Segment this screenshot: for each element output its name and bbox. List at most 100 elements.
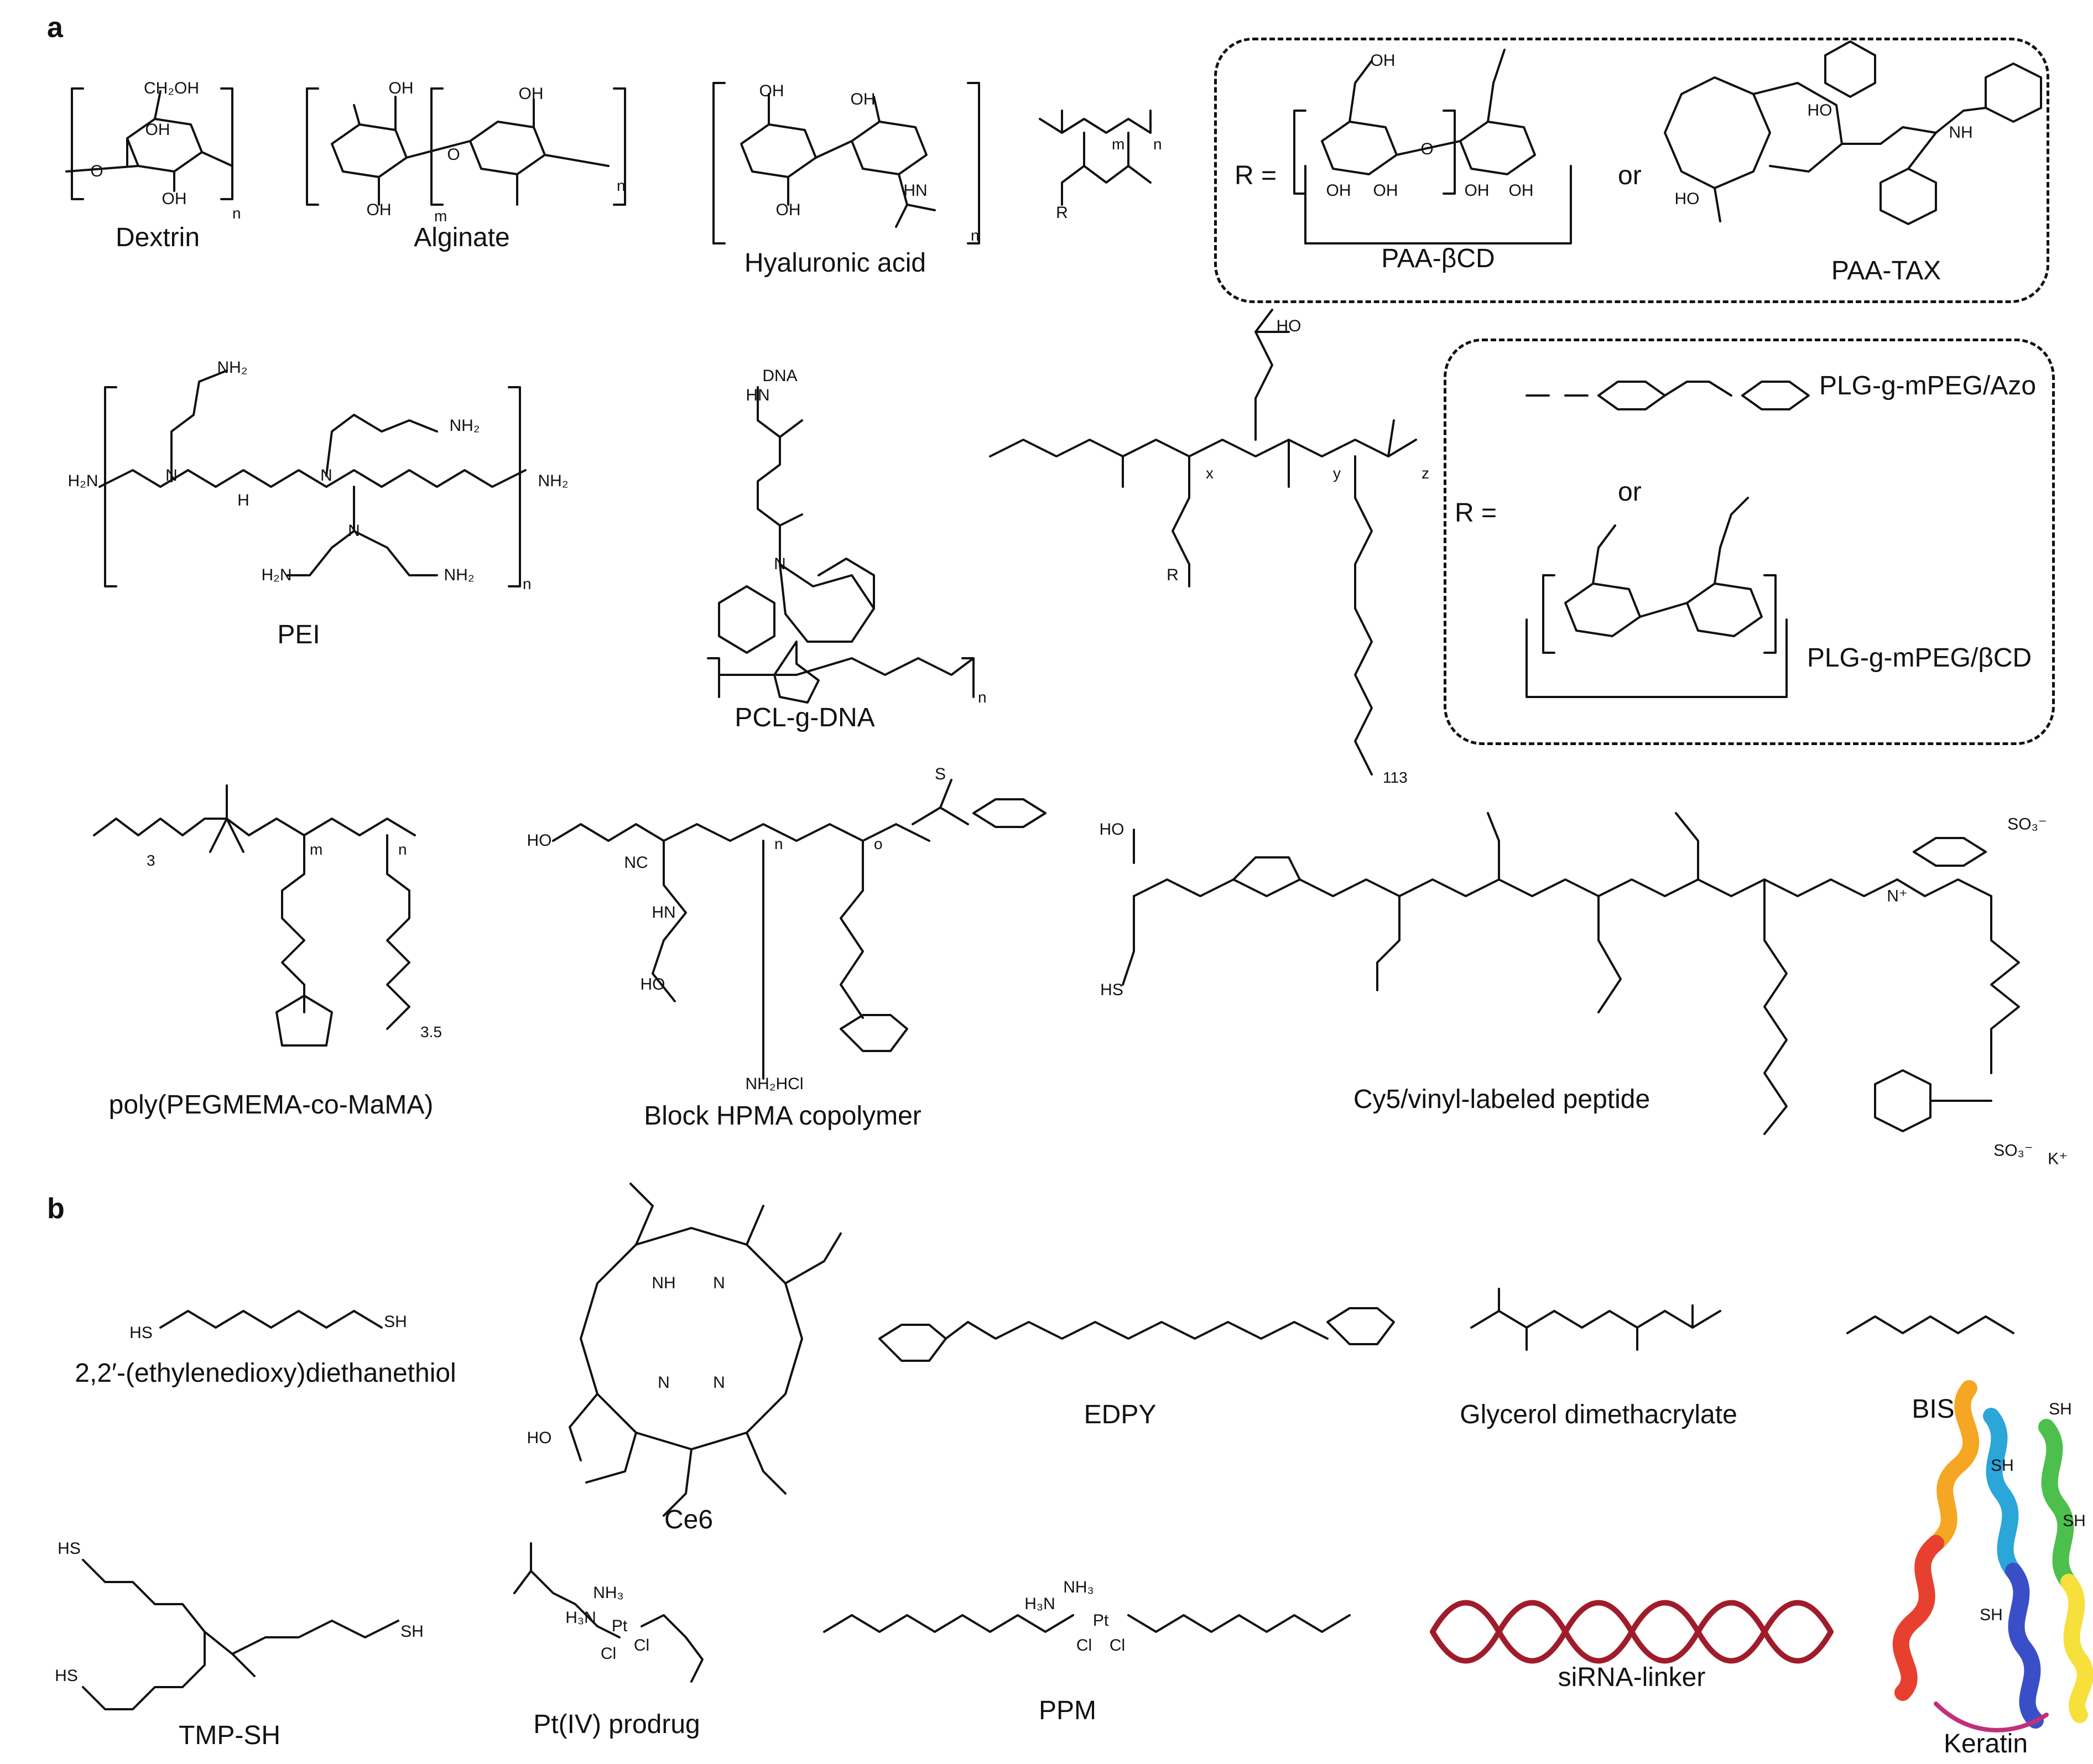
pcl-g-dna-structure (707, 386, 975, 704)
label-pei: PEI (277, 620, 320, 649)
panel-letter-a: a (47, 12, 63, 44)
atom-pei-h: H (237, 491, 249, 509)
label-sirna-linker: siRNA-linker (1558, 1663, 1706, 1692)
label-pcl-g-dna: PCL-g-DNA (735, 703, 875, 732)
glycerol-dimethacrylate-structure (1470, 1288, 1721, 1351)
atom-ce6-ho: HO (527, 1429, 552, 1447)
atom-bcd-oh-1: OH (1370, 51, 1396, 70)
label-edt: 2,2′-(ethylenedioxy)diethanethiol (75, 1359, 456, 1388)
atom-pcl-sub-n: n (978, 689, 987, 706)
atom-ha-oh-1: OH (759, 82, 784, 100)
label-glycerol-dimethacrylate: Glycerol dimethacrylate (1460, 1400, 1737, 1429)
sirna-helix (1430, 1600, 1834, 1664)
atom-keratin-sh-1: SH (2049, 1400, 2072, 1418)
label-bis: BIS (1912, 1394, 1955, 1424)
label-ppm: PPM (1038, 1696, 1097, 1725)
pt4-prodrug-structure (513, 1542, 704, 1683)
atom-pei-n-1: N (165, 466, 178, 485)
paa-tax-structure (1664, 40, 2042, 225)
atom-keratin-sh-2: SH (1991, 1456, 2014, 1475)
atom-alginate-o: O (447, 145, 460, 164)
atom-plg-x: x (1206, 465, 1214, 482)
label-alginate: Alginate (414, 223, 510, 252)
hpma-structure (552, 779, 1046, 1080)
ce6-structure (569, 1183, 842, 1517)
atom-dextrin-oh-2: OH (162, 190, 187, 208)
atom-tax-nh: NH (1949, 123, 1973, 142)
atom-ha-oh-3: OH (775, 201, 801, 219)
atom-bcd-oh-3: OH (1373, 181, 1398, 200)
label-hyaluronic-acid: Hyaluronic acid (744, 248, 926, 278)
atom-alginate-m: m (434, 207, 447, 225)
atom-alginate-oh-3: OH (366, 201, 392, 219)
atom-pcl-n: N (774, 555, 786, 573)
atom-hpma-nc: NC (624, 854, 648, 872)
atom-cy5-so3-bottom: SO₃⁻ (1993, 1141, 2033, 1160)
bis-structure (1846, 1315, 2014, 1334)
pei-structure (98, 370, 527, 587)
r-equals-plg: R = (1455, 498, 1497, 528)
atom-pt4-cl-1: Cl (600, 1645, 617, 1663)
atom-hpma-s: S (934, 765, 946, 783)
atom-plg-y: y (1333, 465, 1341, 482)
atom-ha-nh: HN (903, 181, 928, 200)
atom-ppm-cl-2: Cl (1109, 1636, 1126, 1654)
atom-alginate-n: n (617, 177, 626, 194)
atom-hpma-hn-1: HN (652, 903, 676, 922)
atom-tax-ho: HO (1674, 190, 1700, 208)
atom-pei-nh2-bottom: NH₂ (444, 566, 475, 584)
label-plg-azo: PLG-g-mPEG/Azo (1819, 371, 2037, 400)
atom-plg-z: z (1422, 465, 1429, 482)
atom-hpma-ho: HO (527, 831, 552, 850)
atom-alginate-oh-1: OH (388, 79, 414, 97)
atom-pt4-pt: Pt (611, 1617, 628, 1635)
cy5-peptide-structure (1122, 812, 2020, 1135)
atom-dextrin-o: O (90, 162, 103, 180)
atom-plg-113: 113 (1383, 769, 1408, 786)
atom-keratin-sh-4: SH (1980, 1606, 2003, 1624)
atom-cy5-ho: HO (1099, 820, 1124, 839)
atom-edt-sh: SH (384, 1313, 407, 1331)
atom-pt4-h3n: H₃N (565, 1609, 596, 1627)
atom-ce6-n-3: N (713, 1373, 725, 1392)
label-tmp-sh: TMP-SH (179, 1721, 280, 1750)
label-hpma: Block HPMA copolymer (644, 1101, 921, 1131)
atom-ppm-nh3: NH₃ (1063, 1578, 1094, 1596)
atom-pei-nh2-top-2: NH₂ (449, 417, 480, 435)
pegmema-structure (93, 784, 416, 1047)
dextrin-structure (65, 87, 233, 200)
atom-cy5-so3-top: SO₃⁻ (2007, 815, 2047, 834)
atom-tax-ho-2: HO (1807, 101, 1832, 119)
keratin-ribbon (1892, 1380, 2093, 1732)
or-paa: or (1618, 161, 1642, 190)
plg-g-mpeg-structure (989, 309, 1417, 776)
label-dextrin: Dextrin (115, 223, 200, 252)
atom-hpma-ho-2: HO (640, 975, 665, 993)
label-edpy: EDPY (1084, 1400, 1157, 1429)
atom-plg-ho: HO (1276, 317, 1301, 335)
atom-paa-r: R (1056, 204, 1068, 222)
atom-ppm-h3n: H₃N (1024, 1595, 1055, 1613)
atom-ha-n: n (971, 227, 980, 244)
panel-letter-b: b (47, 1193, 65, 1225)
atom-dextrin-ch2oh: CH₂OH (144, 79, 199, 97)
atom-ppm-pt: Pt (1092, 1611, 1109, 1630)
atom-paa-m: m (1112, 136, 1125, 153)
atom-ce6-n-2: N (658, 1373, 670, 1392)
atom-pt4-nh3: NH₃ (593, 1584, 624, 1602)
atom-pei-h2n-left: H₂N (67, 472, 98, 490)
atom-pcl-hn: HN (746, 386, 770, 404)
atom-dextrin-oh-1: OH (145, 121, 170, 139)
tmp-sh-structure (82, 1559, 399, 1710)
atom-ppm-cl-1: Cl (1076, 1636, 1092, 1654)
atom-tmp-hs-2: HS (55, 1667, 78, 1685)
label-paa-bcd: PAA-βCD (1381, 244, 1495, 273)
paa-bcd-structure (1293, 49, 1572, 244)
ppm-structure (823, 1614, 1351, 1633)
atom-pei-n: n (523, 575, 532, 592)
r-group-box-plg (1444, 339, 2055, 745)
atom-hpma-n: n (774, 835, 783, 852)
atom-bcd-oh-2: OH (1326, 181, 1351, 200)
paa-backbone-structure (1039, 110, 1152, 206)
